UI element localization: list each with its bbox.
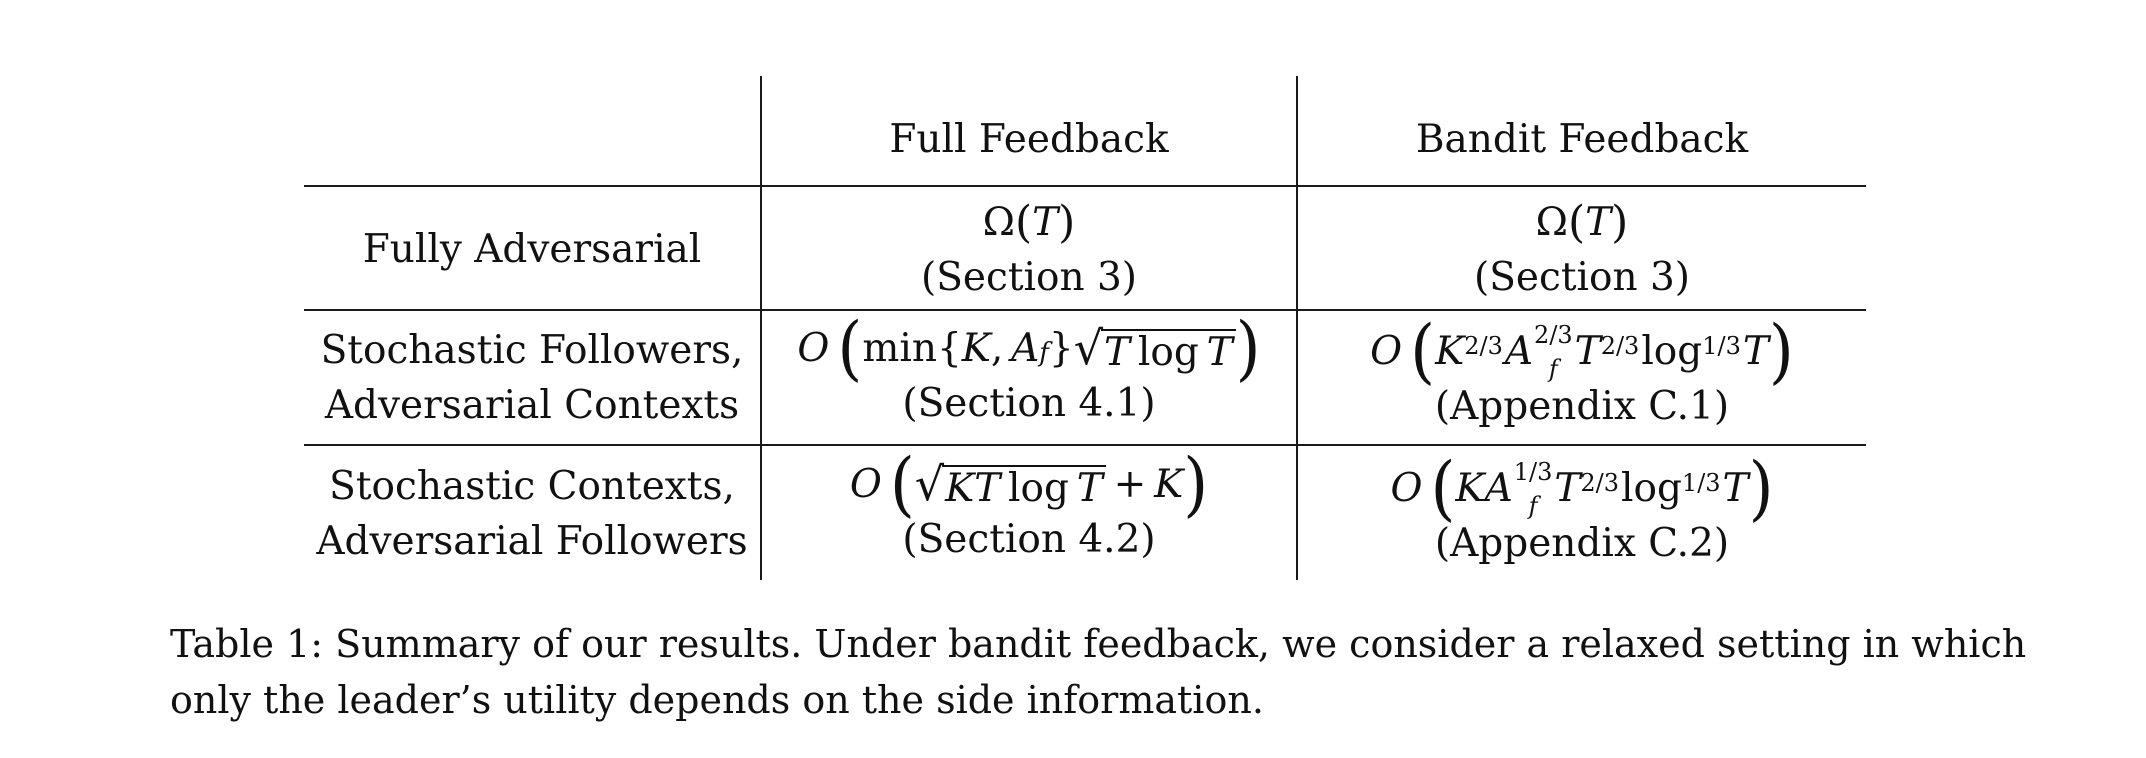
- section-reference: (Section 4.2): [902, 517, 1156, 562]
- var-t: T: [1104, 329, 1131, 375]
- appendix-reference: (Appendix C.1): [1434, 384, 1730, 429]
- log-operator: log: [1008, 465, 1069, 511]
- exponent-subscript: 2/3 f: [1534, 323, 1573, 381]
- square-root: √ T log T: [1074, 325, 1236, 373]
- row3-full-feedback-cell: O ( √ KT log T + K ) (Section 4.2): [762, 443, 1296, 574]
- table-caption: Table 1: Summary of our results. Under b…: [170, 616, 2050, 728]
- radical-sign: √: [914, 456, 945, 511]
- caption-line: only the leader’s utility depends on the…: [170, 678, 1264, 722]
- exponent: 2/3: [1534, 320, 1573, 349]
- exponent: 1/3: [1513, 457, 1553, 486]
- log-operator: log: [1641, 329, 1703, 374]
- paren-close: ): [1611, 197, 1629, 248]
- omega-symbol: Ω: [982, 200, 1015, 245]
- row-label-line: Adversarial Contexts: [324, 383, 740, 428]
- radicand: T log T: [1101, 328, 1236, 375]
- paren-close: ): [1768, 310, 1794, 393]
- appendix-reference: (Appendix C.2): [1434, 521, 1730, 566]
- var-a: A: [1484, 466, 1513, 511]
- var-t: T: [1742, 329, 1769, 374]
- section-reference: (Section 3): [920, 255, 1138, 300]
- paren-open: (: [1567, 197, 1586, 248]
- log-operator: log: [1137, 329, 1199, 375]
- var-k: K: [1435, 329, 1465, 374]
- var-t: T: [1076, 465, 1103, 511]
- var-a: A: [1011, 326, 1040, 371]
- radical-sign: √: [1073, 320, 1104, 375]
- paren-close: ): [1058, 197, 1076, 248]
- var-k: K: [945, 465, 975, 511]
- var-t: T: [1722, 466, 1749, 511]
- var-t: T: [1554, 466, 1581, 511]
- row-label-stochastic-followers: Stochastic Followers, Adversarial Contex…: [304, 316, 760, 440]
- log-operator: log: [1621, 466, 1682, 511]
- row-rule-1: [304, 309, 1866, 311]
- row-label-line: Stochastic Contexts,: [329, 464, 735, 509]
- var-a: A: [1504, 329, 1534, 374]
- var-t: T: [974, 465, 1001, 511]
- row1-bandit-feedback-cell: Ω(T) (Section 3): [1298, 192, 1866, 308]
- paren-open: (: [1410, 310, 1436, 393]
- paren-close: ): [1183, 443, 1209, 526]
- lower-bound-omega-t: Ω(T): [1536, 195, 1629, 250]
- radicand: KT log T: [942, 464, 1106, 511]
- var-k: K: [1455, 466, 1485, 511]
- plus-sign: +: [1113, 462, 1147, 507]
- var-t: T: [1585, 200, 1612, 245]
- paren-open: (: [1430, 447, 1456, 530]
- section-reference: (Section 3): [1473, 255, 1691, 300]
- lower-bound-omega-t: Ω(T): [983, 195, 1076, 250]
- row-rule-2: [304, 444, 1866, 446]
- paren-open: (: [1014, 197, 1033, 248]
- var-k: K: [961, 326, 991, 371]
- paren-close: ): [1748, 447, 1774, 530]
- upper-bound-sqrt-kt: O ( √ KT log T + K ): [849, 443, 1209, 526]
- column-header-bandit-feedback: Bandit Feedback: [1298, 100, 1866, 178]
- column-header-full-feedback: Full Feedback: [762, 100, 1296, 178]
- big-o: O: [849, 462, 882, 507]
- header-rule: [304, 185, 1866, 187]
- row-label-line: Adversarial Followers: [316, 519, 748, 564]
- omega-symbol: Ω: [1535, 200, 1568, 245]
- row-label-line: Stochastic Followers,: [320, 328, 744, 373]
- caption-line: Table 1: Summary of our results. Under b…: [170, 622, 2027, 666]
- row-label-fully-adversarial: Fully Adversarial: [304, 190, 760, 308]
- big-o: O: [797, 326, 830, 371]
- row-label-stochastic-contexts: Stochastic Contexts, Adversarial Followe…: [304, 452, 760, 576]
- big-o: O: [1370, 329, 1403, 374]
- column-divider-right: [1296, 76, 1298, 580]
- exponent-subscript: 1/3 f: [1514, 460, 1553, 518]
- column-header-label: Bandit Feedback: [1415, 116, 1749, 162]
- paren-close: ): [1235, 307, 1261, 390]
- column-divider-left: [760, 76, 762, 580]
- subscript-f: f: [1528, 491, 1538, 520]
- section-reference: (Section 4.1): [902, 381, 1156, 426]
- var-t: T: [1032, 200, 1059, 245]
- row1-full-feedback-cell: Ω(T) (Section 3): [762, 192, 1296, 308]
- var-t: T: [1574, 329, 1601, 374]
- row-label-line: Fully Adversarial: [362, 226, 702, 272]
- column-header-label: Full Feedback: [889, 116, 1169, 162]
- var-t: T: [1206, 329, 1233, 375]
- subscript-f: f: [1548, 354, 1558, 383]
- big-o: O: [1390, 466, 1423, 511]
- paren-open: (: [889, 443, 915, 526]
- square-root: √ KT log T: [915, 461, 1106, 509]
- min-operator: min: [862, 326, 937, 371]
- paren-open: (: [837, 307, 863, 390]
- var-k: K: [1154, 462, 1184, 507]
